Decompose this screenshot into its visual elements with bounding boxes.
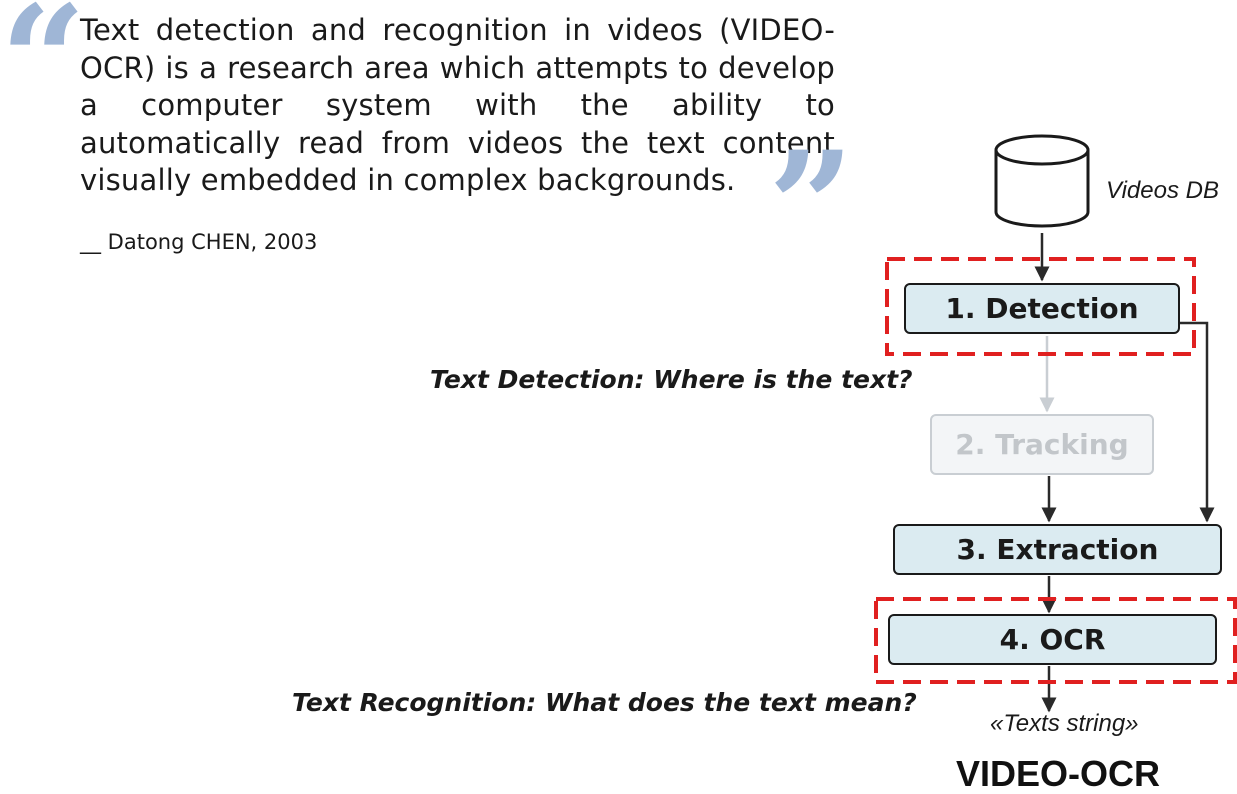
caption-text-detection: Text Detection: Where is the text? — [430, 365, 913, 394]
database-label: Videos DB — [1106, 177, 1219, 204]
close-quote-icon: ” — [768, 119, 855, 295]
output-label: «Texts string» — [990, 710, 1139, 737]
node-detection: 1. Detection — [904, 283, 1180, 334]
node-tracking: 2. Tracking — [930, 414, 1154, 475]
caption-text-recognition: Text Recognition: What does the text mea… — [292, 688, 917, 717]
arrow-detection-bypass-to-extraction — [1180, 321, 1215, 523]
node-extraction: 3. Extraction — [893, 524, 1222, 575]
ocr-highlight-box — [874, 597, 1237, 684]
diagram-title: VIDEO-OCR — [956, 753, 1161, 794]
node-ocr: 4. OCR — [888, 614, 1217, 665]
quote-author: __ Datong CHEN, 2003 — [80, 230, 318, 254]
open-quote-icon: “ — [0, 0, 87, 149]
database-icon — [994, 134, 1090, 228]
quote-text: Text detection and recognition in videos… — [80, 13, 835, 198]
detection-highlight-box — [885, 257, 1196, 356]
